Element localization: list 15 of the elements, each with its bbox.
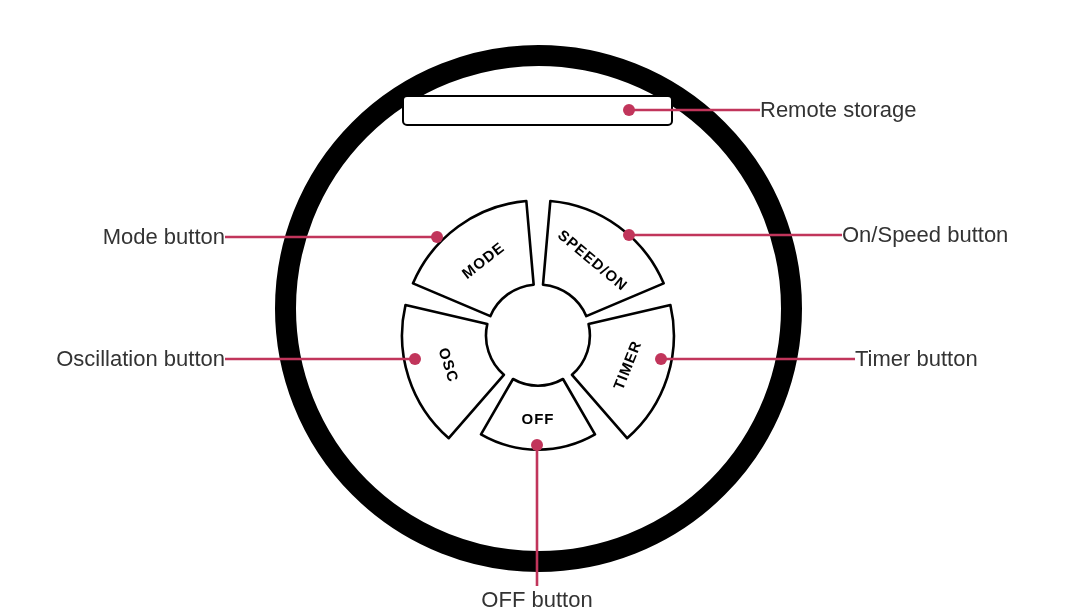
leader-line — [623, 229, 842, 241]
leader-line — [623, 104, 760, 116]
button-label: OFF — [521, 410, 555, 426]
leader-line — [225, 231, 443, 243]
callout-label: Remote storage — [760, 96, 917, 124]
callout-label: Timer button — [855, 345, 978, 373]
callout-label: Oscillation button — [56, 345, 225, 373]
button-label: OSC — [435, 345, 462, 385]
callout-label: Mode button — [102, 223, 225, 251]
storage-slot — [402, 95, 673, 126]
leader-line — [655, 353, 855, 365]
leader-line — [531, 439, 543, 586]
callout-label: On/Speed button — [842, 221, 1009, 249]
leader-line — [225, 353, 421, 365]
callout-label: OFF button — [481, 586, 593, 614]
